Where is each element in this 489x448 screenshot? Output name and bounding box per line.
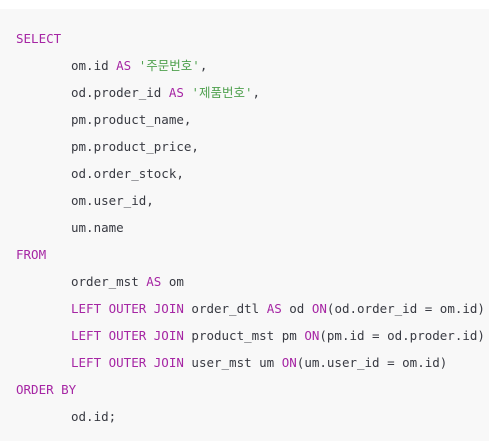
code-line: od.id;	[16, 407, 485, 434]
code-text: od.id;	[71, 409, 117, 424]
code-keyword: AS	[266, 301, 282, 316]
code-text: od	[281, 301, 312, 316]
code-text: om.id	[71, 58, 117, 73]
code-text: pm.product_name,	[71, 112, 192, 127]
code-text: order_dtl	[183, 301, 267, 316]
code-text: od.proder_id	[71, 85, 169, 100]
code-string: '제품번호'	[191, 85, 253, 100]
code-keyword: LEFT OUTER JOIN	[71, 328, 184, 343]
code-line: pm.product_name,	[16, 110, 485, 137]
code-text: (pm.id = od.proder.id)	[319, 328, 485, 343]
code-keyword: AS	[116, 58, 132, 73]
code-line: pm.product_price,	[16, 137, 485, 164]
code-text: (od.order_id = om.id)	[326, 301, 485, 316]
code-keyword: AS	[146, 274, 162, 289]
code-line: LEFT OUTER JOIN user_mst um ON(um.user_i…	[16, 353, 485, 380]
code-line: um.name	[16, 218, 485, 245]
code-text: (um.user_id = om.id)	[296, 355, 448, 370]
code-text: od.order_stock,	[71, 166, 184, 181]
code-line: od.proder_id AS '제품번호',	[16, 83, 485, 110]
code-line: LEFT OUTER JOIN product_mst pm ON(pm.id …	[16, 326, 485, 353]
code-text: ,	[252, 85, 261, 100]
code-keyword: SELECT	[16, 31, 62, 46]
code-text	[131, 58, 139, 73]
code-line: SELECT	[16, 29, 485, 56]
code-keyword: ON	[281, 355, 297, 370]
code-line: od.order_stock,	[16, 164, 485, 191]
code-keyword: FROM	[16, 247, 47, 262]
code-text: user_mst um	[183, 355, 282, 370]
code-text: ,	[199, 58, 208, 73]
code-line: LEFT OUTER JOIN order_dtl AS od ON(od.or…	[16, 299, 485, 326]
code-line: om.id AS '주문번호',	[16, 56, 485, 83]
code-text: om.user_id,	[71, 193, 154, 208]
code-text: pm.product_price,	[71, 139, 199, 154]
code-keyword: ORDER BY	[16, 382, 77, 397]
code-keyword: ON	[311, 301, 327, 316]
code-keyword: LEFT OUTER JOIN	[71, 301, 184, 316]
code-text: om	[161, 274, 184, 289]
code-string: '주문번호'	[138, 58, 200, 73]
code-text: product_mst pm	[183, 328, 305, 343]
code-line: order_mst AS om	[16, 272, 485, 299]
code-line: om.user_id,	[16, 191, 485, 218]
code-keyword: LEFT OUTER JOIN	[71, 355, 184, 370]
code-line: FROM	[16, 245, 485, 272]
code-keyword: ON	[304, 328, 320, 343]
code-text: order_mst	[71, 274, 147, 289]
code-text: um.name	[71, 220, 124, 235]
code-keyword: AS	[168, 85, 184, 100]
code-line: ORDER BY	[16, 380, 485, 407]
